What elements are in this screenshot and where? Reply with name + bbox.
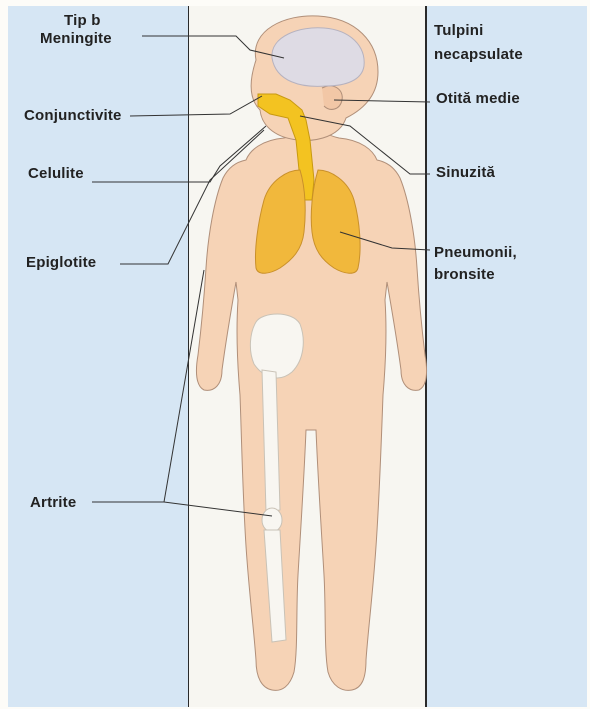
leader-conjunctivite	[130, 96, 262, 116]
pelvis	[250, 314, 303, 378]
label-epiglotite: Epiglotite	[26, 254, 96, 272]
ear	[322, 86, 342, 109]
label-meningite: Meningite	[40, 30, 112, 48]
label-pneumonii-line1: Pneumonii,	[434, 244, 517, 262]
label-celulite: Celulite	[28, 165, 84, 183]
label-artrite: Artrite	[30, 494, 76, 512]
label-sinuzita: Sinuzită	[436, 164, 495, 182]
body-silhouette	[196, 16, 426, 691]
knee-joint	[262, 508, 282, 532]
label-otita-medie: Otită medie	[436, 90, 520, 108]
brain	[272, 28, 364, 87]
leader-artrite-upper	[164, 270, 204, 502]
label-tulpini-line2: necapsulate	[434, 46, 523, 64]
label-tip-b: Tip b	[64, 12, 101, 30]
label-pneumonii-line2: bronsite	[434, 266, 495, 284]
label-conjunctivite: Conjunctivite	[24, 107, 122, 125]
label-tulpini-line1: Tulpini	[434, 22, 483, 40]
